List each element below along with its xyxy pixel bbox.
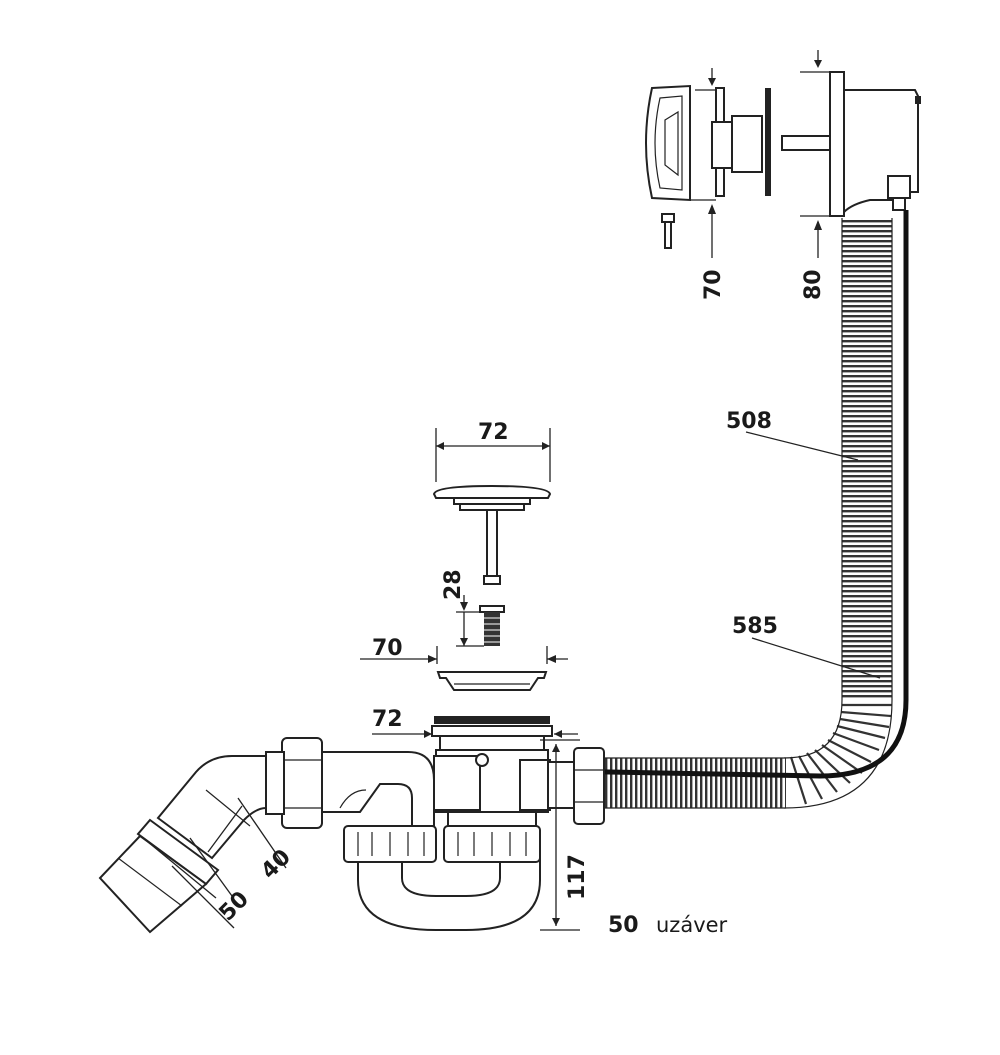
drain-body: 72: [321, 707, 605, 931]
dim-plug-diameter: 72: [478, 420, 509, 445]
overflow-gasket: [765, 88, 771, 196]
drain-grate: 70: [360, 636, 568, 691]
drain-plug: 72 28: [432, 420, 552, 647]
dim-elbow-diameter: 40: [257, 845, 296, 884]
dim-grate-diameter: 70: [372, 636, 403, 661]
cover-screw: [661, 213, 675, 249]
dim-overflow-flange: 80: [801, 269, 826, 300]
trap-nut-left: [343, 825, 437, 863]
overflow-hose: 508 585: [499, 210, 909, 809]
overflow-assembly: 70 80: [645, 50, 921, 300]
dim-hose-lower: 585: [732, 614, 778, 639]
caption-value: 50: [608, 913, 639, 938]
dim-outlet-diameter: 50: [215, 887, 254, 926]
dim-overflow-cover: 70: [701, 269, 726, 300]
dim-plug-stem: 28: [441, 569, 466, 600]
caption: 50 uzáver: [608, 913, 728, 938]
overflow-flange: [829, 71, 845, 217]
caption-text: uzáver: [656, 913, 728, 937]
trap-nut-right: [443, 825, 541, 863]
dim-hose-upper: 508: [726, 409, 772, 434]
overflow-cover: [645, 84, 691, 202]
dim-body-diameter: 72: [372, 707, 403, 732]
dim-trap-height: 117: [565, 854, 590, 900]
plug-spring: [479, 605, 505, 646]
outlet-elbow: 40 50: [98, 737, 323, 934]
